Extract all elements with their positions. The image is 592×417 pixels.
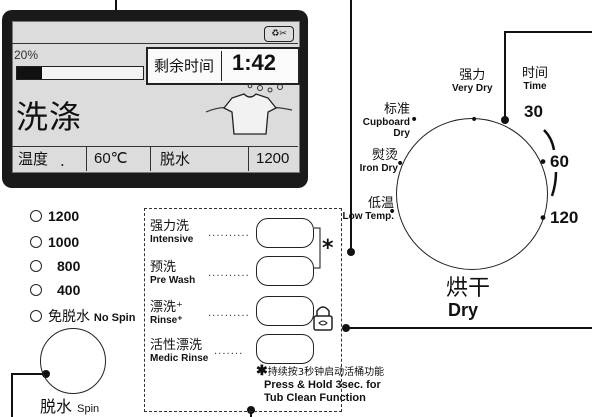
- medic-rinse-button[interactable]: [256, 334, 314, 364]
- spin-option-400[interactable]: 400: [30, 282, 80, 298]
- options-panel: [144, 208, 342, 412]
- dial-dot: •: [470, 112, 479, 128]
- display-divider: [12, 43, 298, 44]
- spin-option-1000[interactable]: 1000: [30, 234, 79, 250]
- radio-indicator: [30, 284, 42, 297]
- dry-time-120: 120: [550, 208, 579, 227]
- progress-fill: [17, 67, 43, 79]
- dial-dot: •: [540, 152, 546, 171]
- tub-clean-icon: ♻✂: [264, 26, 294, 42]
- spin-label-display: 脱水: [160, 150, 191, 168]
- spin-selector-label: 脱水 Spin: [40, 397, 100, 416]
- leader-dots: ..........: [208, 228, 250, 239]
- progress-bar: [16, 66, 144, 80]
- leader-dots: ..........: [208, 268, 250, 279]
- dry-title-cn: 烘干: [446, 276, 491, 301]
- prewash-button[interactable]: [256, 256, 314, 286]
- radio-indicator: [30, 310, 42, 323]
- display-cell-divider: [248, 147, 249, 171]
- spin-knob[interactable]: [40, 328, 106, 394]
- child-lock-icon: [313, 306, 333, 331]
- intensive-button[interactable]: [256, 218, 314, 248]
- rinse-plus-button[interactable]: [256, 296, 314, 326]
- dry-time-30: 30: [524, 102, 543, 121]
- leader-dots: .......: [214, 346, 244, 357]
- temp-dot: .: [60, 152, 65, 170]
- spin-option-800[interactable]: 800: [30, 258, 80, 274]
- radio-indicator: [30, 210, 42, 223]
- dial-dot: •: [410, 112, 419, 128]
- remaining-time-box: 剩余时间 1:42: [146, 47, 300, 85]
- leader-dots: ..........: [208, 308, 250, 319]
- dry-time-60: 60: [550, 152, 569, 171]
- temp-value: 60℃: [94, 150, 128, 167]
- dial-arc-marks: [543, 129, 558, 197]
- dial-dot: •: [540, 208, 546, 227]
- dial-dot: •: [388, 204, 397, 220]
- display-cell-divider: [86, 147, 87, 171]
- spin-option-no-spin[interactable]: 免脱水 No Spin: [30, 306, 135, 326]
- dry-title-en: Dry: [448, 300, 479, 320]
- display-cell-divider: [150, 147, 151, 171]
- temp-label: 温度: [18, 150, 49, 168]
- remaining-time-label: 剩余时间: [154, 57, 215, 75]
- dry-dial[interactable]: [396, 118, 548, 270]
- radio-indicator: [30, 236, 42, 249]
- display-bottom-divider: [12, 146, 298, 147]
- star-marker: *: [322, 236, 334, 261]
- progress-percent: 20%: [14, 48, 39, 62]
- spin-option-1200[interactable]: 1200: [30, 208, 79, 224]
- cycle-status: 洗涤: [16, 98, 83, 136]
- option-label-rinse-plus: 漂洗⁺Rinse⁺: [150, 300, 183, 326]
- dial-dot: •: [396, 156, 405, 172]
- radio-indicator: [30, 260, 42, 273]
- tub-clean-note: ✱持续按3秒钟启动活桶功能 Press & Hold 3sec. for Tub…: [256, 362, 385, 404]
- remaining-divider: [221, 51, 222, 81]
- washing-shirt-icon: [205, 83, 293, 135]
- remaining-time-value: 1:42: [232, 50, 277, 75]
- spin-value-display: 1200: [256, 150, 290, 167]
